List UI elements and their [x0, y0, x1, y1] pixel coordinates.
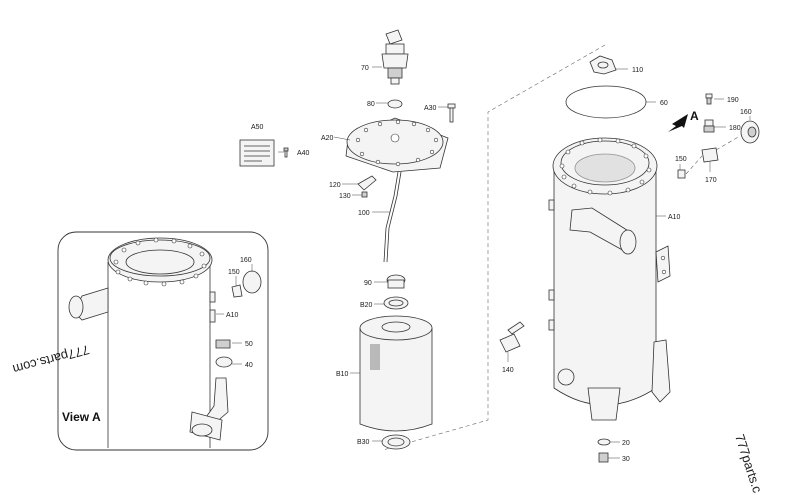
label-100: 100 — [358, 210, 370, 217]
view-a-flange-bolts — [113, 237, 207, 287]
view-a-arrow-letter: A — [690, 109, 699, 123]
label-160: 160 — [740, 109, 752, 116]
label-a10: A10 — [668, 214, 681, 221]
label-b10: B10 — [336, 371, 349, 378]
part-60-oring — [565, 85, 647, 119]
label-150: 150 — [675, 156, 687, 163]
label-110: 110 — [632, 67, 643, 74]
label-a20: A20 — [321, 135, 334, 142]
part-90-fitting — [386, 274, 406, 289]
view-a-cap-160 — [242, 270, 262, 294]
label-180: 180 — [729, 125, 741, 132]
view-a-arrow: A — [668, 109, 699, 132]
label-90: 90 — [364, 280, 372, 287]
part-b10-filter — [359, 315, 433, 432]
label-a30: A30 — [424, 105, 437, 112]
part-a10-vessel — [548, 137, 671, 421]
label-b20: B20 — [360, 302, 373, 309]
view-a-title: View A — [62, 410, 101, 424]
part-30-plug — [598, 452, 609, 463]
part-b20-ring — [383, 296, 409, 310]
label-120: 120 — [329, 182, 341, 189]
label-view-a-50: 50 — [245, 341, 253, 348]
label-view-a-a10: A10 — [226, 312, 239, 319]
part-a40-screw — [283, 147, 289, 158]
part-180-fitting — [703, 119, 715, 133]
part-110-gasket-plate — [589, 55, 617, 75]
label-60: 60 — [660, 100, 668, 107]
part-140-drain-valve — [499, 321, 525, 353]
label-a40: A40 — [297, 150, 310, 157]
label-80: 80 — [367, 101, 375, 108]
part-80-washer — [387, 99, 403, 109]
view-a-oring-40 — [215, 356, 233, 368]
label-a50: A50 — [251, 124, 264, 131]
part-170-tee — [701, 147, 719, 163]
part-190-fitting — [705, 93, 713, 105]
view-a-plug-50 — [215, 339, 231, 349]
part-a50-label-plate — [239, 139, 275, 167]
dashed-assembly-line — [382, 44, 606, 451]
part-b30-ring — [381, 434, 411, 450]
label-b30: B30 — [357, 439, 370, 446]
part-130-nut — [361, 191, 368, 198]
part-150-fitting — [677, 169, 686, 179]
view-a-inset: 160 150 A10 50 40 View A — [57, 231, 269, 451]
part-a20-lid — [345, 117, 449, 173]
view-a-fitting-150 — [231, 284, 243, 298]
part-70-valve — [381, 29, 409, 85]
label-30: 30 — [622, 456, 630, 463]
part-120-clip — [357, 175, 377, 191]
label-20: 20 — [622, 440, 630, 447]
label-130: 130 — [339, 193, 351, 200]
vessel-flange-bolts — [559, 137, 652, 196]
part-100-tube — [383, 171, 399, 263]
part-20-washer — [597, 438, 611, 446]
part-a30-bolt — [447, 103, 456, 123]
label-140: 140 — [502, 367, 514, 374]
label-view-a-150: 150 — [228, 269, 240, 276]
label-view-a-160: 160 — [240, 257, 252, 264]
label-view-a-40: 40 — [245, 362, 253, 369]
label-190: 190 — [727, 97, 739, 104]
label-70: 70 — [361, 65, 369, 72]
label-170: 170 — [705, 177, 717, 184]
watermark-right: 777parts.c — [732, 432, 765, 495]
